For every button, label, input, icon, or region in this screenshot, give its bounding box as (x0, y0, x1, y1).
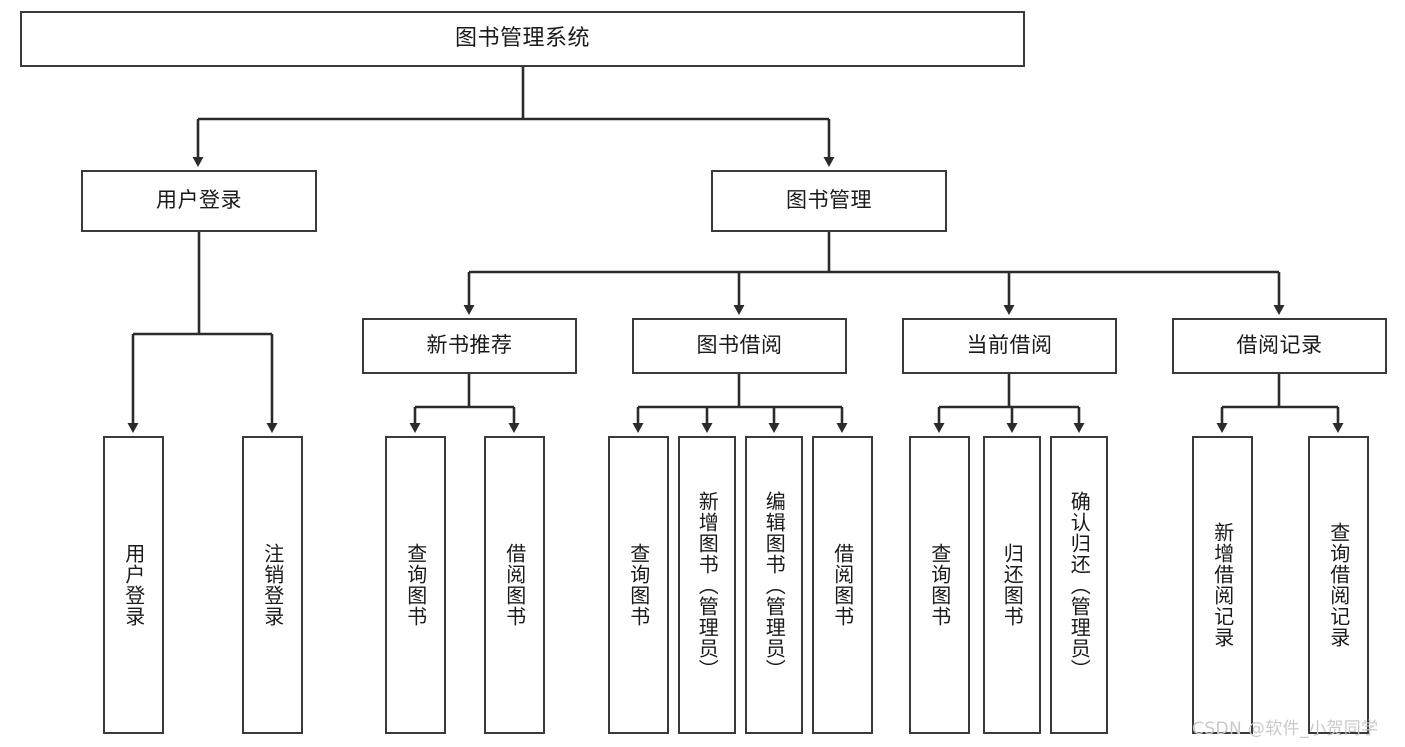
node-root-label: 图书管理系统 (454, 25, 590, 51)
node-leaf-add-book-admin[interactable]: 新增图书（管理员） (678, 436, 736, 734)
node-leaf-query-book-3-label: 查询图书 (927, 543, 952, 627)
node-leaf-borrow-book-1-label: 借阅图书 (502, 543, 527, 627)
node-borrow-record[interactable]: 借阅记录 (1172, 318, 1387, 374)
node-book-borrow-label: 图书借阅 (696, 333, 783, 358)
node-borrow-record-label: 借阅记录 (1236, 333, 1323, 358)
node-leaf-add-borrow-record[interactable]: 新增借阅记录 (1192, 436, 1253, 734)
node-leaf-query-borrow-record[interactable]: 查询借阅记录 (1308, 436, 1369, 734)
node-current-borrow[interactable]: 当前借阅 (902, 318, 1117, 374)
node-leaf-query-borrow-record-label: 查询借阅记录 (1326, 522, 1351, 648)
node-new-book-recommend-label: 新书推荐 (426, 333, 513, 358)
node-leaf-edit-book-admin[interactable]: 编辑图书（管理员） (745, 436, 803, 734)
node-leaf-user-login-label: 用户登录 (121, 543, 146, 627)
node-book-management[interactable]: 图书管理 (711, 170, 947, 232)
node-leaf-user-login[interactable]: 用户登录 (103, 436, 164, 734)
node-user-login[interactable]: 用户登录 (81, 170, 317, 232)
node-leaf-query-book-1-label: 查询图书 (403, 543, 428, 627)
node-leaf-borrow-book-2[interactable]: 借阅图书 (812, 436, 873, 734)
node-leaf-query-book-3[interactable]: 查询图书 (909, 436, 970, 734)
node-new-book-recommend[interactable]: 新书推荐 (362, 318, 577, 374)
node-leaf-query-book-2[interactable]: 查询图书 (608, 436, 669, 734)
node-leaf-confirm-return[interactable]: 确认归还（管理员） (1050, 436, 1108, 734)
node-leaf-return-book-label: 归还图书 (1000, 543, 1025, 627)
node-leaf-add-borrow-record-label: 新增借阅记录 (1210, 522, 1235, 648)
node-leaf-add-book-admin-label: 新增图书（管理员） (695, 490, 720, 680)
node-leaf-user-logout-label: 注销登录 (260, 543, 285, 627)
node-leaf-query-book-1[interactable]: 查询图书 (385, 436, 446, 734)
node-leaf-edit-book-admin-label: 编辑图书（管理员） (762, 490, 787, 680)
node-leaf-borrow-book-2-label: 借阅图书 (830, 543, 855, 627)
node-current-borrow-label: 当前借阅 (966, 333, 1053, 358)
node-leaf-query-book-2-label: 查询图书 (626, 543, 651, 627)
node-leaf-user-logout[interactable]: 注销登录 (242, 436, 303, 734)
node-leaf-return-book[interactable]: 归还图书 (983, 436, 1041, 734)
node-root[interactable]: 图书管理系统 (20, 11, 1025, 67)
node-leaf-borrow-book-1[interactable]: 借阅图书 (484, 436, 545, 734)
node-book-borrow[interactable]: 图书借阅 (632, 318, 847, 374)
node-book-management-label: 图书管理 (786, 188, 872, 213)
node-leaf-confirm-return-label: 确认归还（管理员） (1067, 490, 1092, 680)
csdn-watermark: CSDN @软件_小贺同学 (1192, 719, 1379, 739)
node-user-login-label: 用户登录 (156, 188, 242, 213)
